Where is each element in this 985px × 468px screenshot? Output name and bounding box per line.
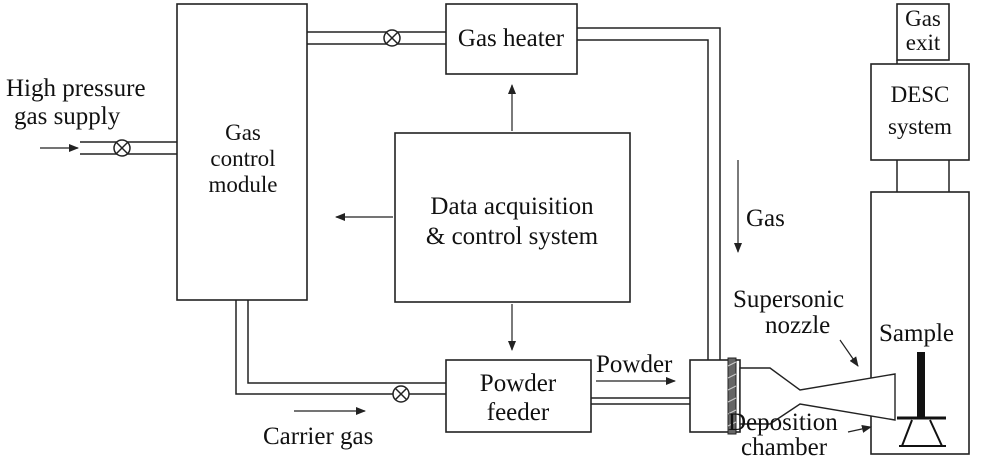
gas-heater-label: Gas heater xyxy=(458,25,565,52)
gas-control-label-line1: Gas xyxy=(225,120,261,145)
valve-icon[interactable] xyxy=(392,385,410,403)
daq-label-line2: & control system xyxy=(426,223,599,250)
valve-icon[interactable] xyxy=(383,29,401,47)
daq-label-line1: Data acquisition xyxy=(430,193,594,220)
carrier-gas-label: Carrier gas xyxy=(263,423,373,450)
supersonic-nozzle xyxy=(739,367,896,425)
sample-label: Sample xyxy=(879,320,954,347)
gas-control-label-line3: module xyxy=(209,172,278,197)
high-pressure-label-line1: High pressure xyxy=(6,75,146,102)
desc-label-line2: system xyxy=(888,114,952,139)
gas-exit-label-line2: exit xyxy=(906,30,941,55)
gas-control-label-line2: control xyxy=(210,146,275,171)
powder-feeder-block: Powder feeder xyxy=(445,359,592,433)
powder-feeder-label-line2: feeder xyxy=(487,399,550,426)
deposition-label-line2: chamber xyxy=(741,434,828,461)
desc-system-block: DESC system xyxy=(870,63,970,161)
gas-flow-label: Gas xyxy=(746,205,785,232)
gas-control-module: Gas control module xyxy=(176,3,308,301)
flow-arrow-icon xyxy=(839,339,859,367)
gas-exit-block: Gas exit xyxy=(896,3,950,61)
nozzle-label-line1: Supersonic xyxy=(733,286,844,313)
sample-holder xyxy=(897,352,946,447)
carrier-gas-pipe xyxy=(235,300,446,395)
powder-feeder-label-line1: Powder xyxy=(480,370,557,397)
heater-feed-pipe xyxy=(307,31,446,45)
spray-gun xyxy=(689,357,741,435)
hot-gas-pipe xyxy=(577,27,721,360)
supply-pipe xyxy=(80,141,177,155)
high-pressure-label-line2: gas supply xyxy=(14,103,121,130)
gas-heater-block: Gas heater xyxy=(445,3,578,75)
valve-icon[interactable] xyxy=(113,139,131,157)
flow-arrow-icon xyxy=(847,425,872,433)
nozzle-label-line2: nozzle xyxy=(765,312,830,339)
powder-label: Powder xyxy=(596,351,673,378)
deposition-label-line1: Deposition xyxy=(728,409,838,436)
powder-line xyxy=(591,397,690,405)
daq-block: Data acquisition & control system xyxy=(394,132,631,303)
gas-exit-label-line1: Gas xyxy=(905,6,941,31)
desc-label-line1: DESC xyxy=(891,82,950,107)
